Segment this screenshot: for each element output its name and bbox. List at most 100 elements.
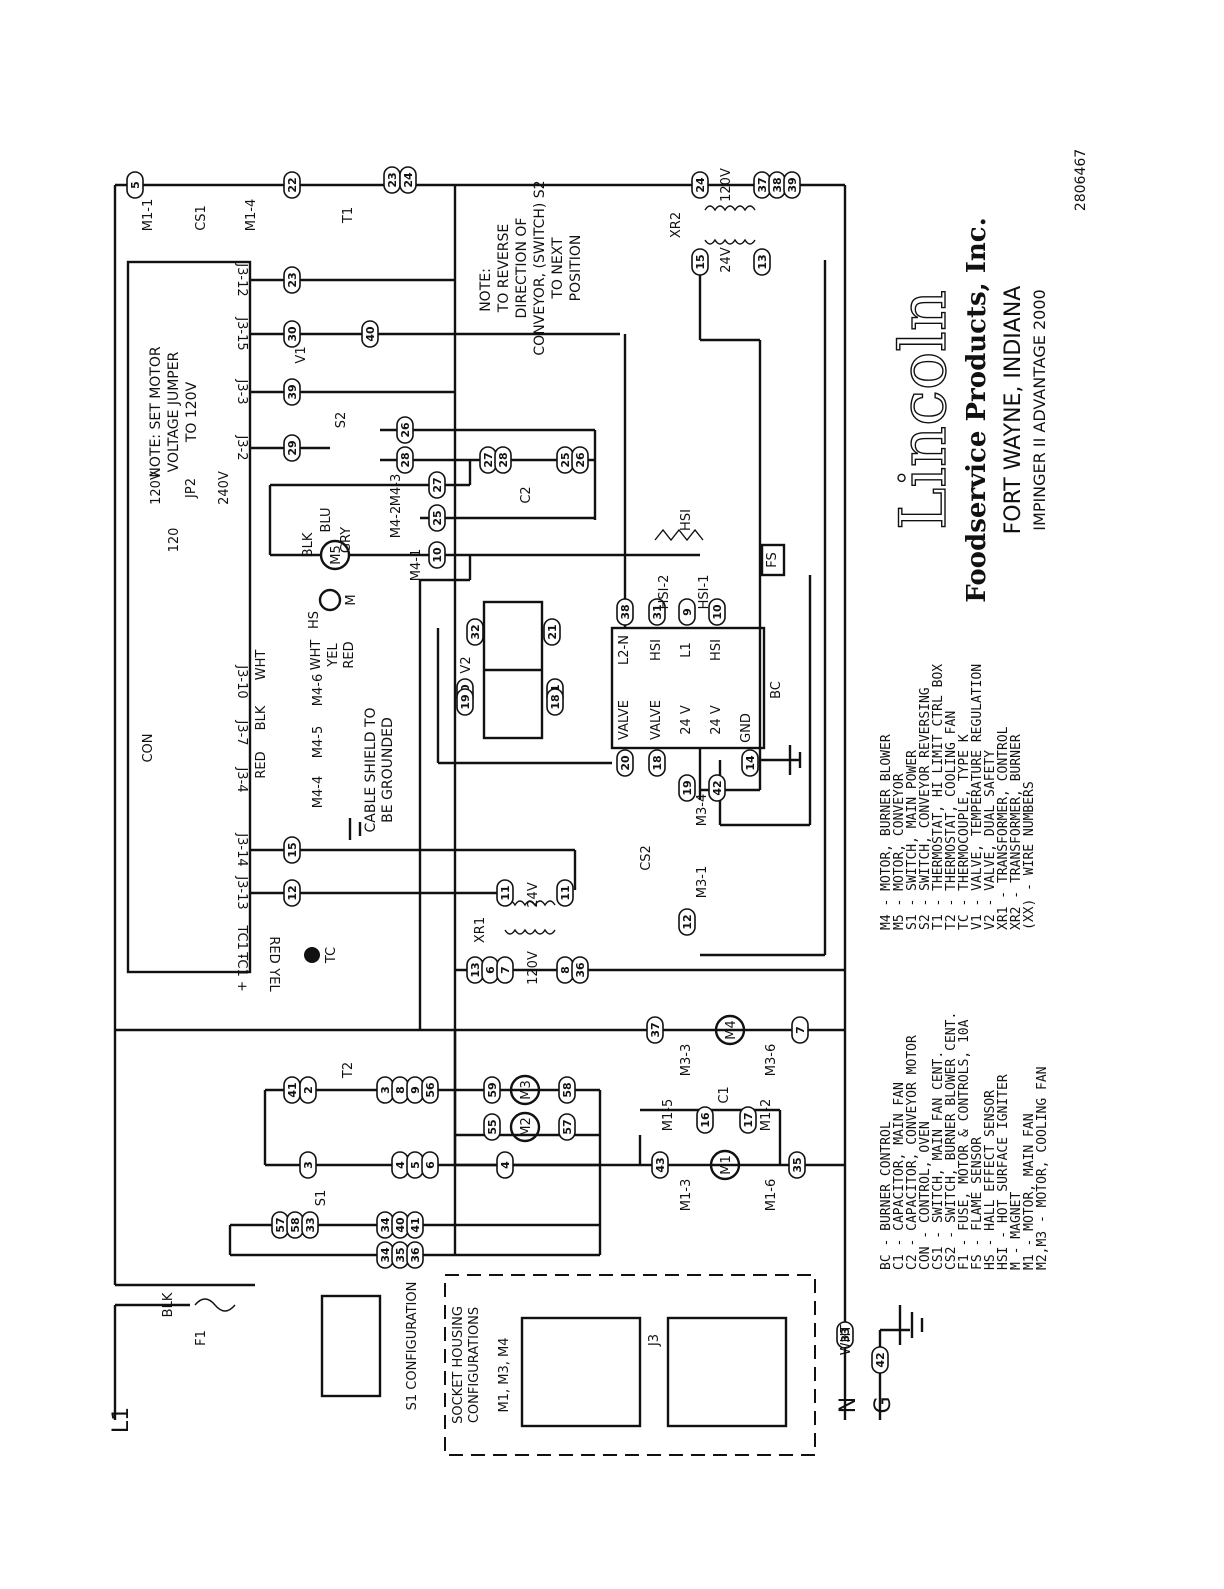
legend-left-line-2: C2 - CAPACITOR, CONVEYOR MOTOR [905,1035,920,1270]
yel-color: YEL [326,643,341,668]
svg-text:40: 40 [364,326,377,342]
svg-text:24: 24 [694,177,707,193]
wire-number-3: 3 [376,1076,394,1104]
main-wiring [113,183,924,1456]
socket-title-1: SOCKET HOUSING [451,1306,466,1424]
wire-number-40: 40 [391,1211,409,1239]
f1-label: F1 [194,1330,209,1346]
wire-number-6: 6 [421,1151,439,1179]
svg-text:15: 15 [286,842,299,857]
svg-text:20: 20 [619,755,632,771]
m3-label: M3 [519,1080,534,1100]
svg-text:27: 27 [482,452,495,467]
wire-number-32: 32 [466,618,484,646]
reverse-note-3: DIRECTION OF [514,218,530,319]
label-j3-12: J3-12 [234,262,249,296]
wire-number-13: 13 [753,248,771,276]
cable-note-1: CABLE SHIELD TO [363,707,379,832]
wire-number-40: 40 [361,320,379,348]
svg-text:30: 30 [286,326,299,342]
svg-text:17: 17 [742,1112,755,1127]
legend-left-line-4: CS1 - SWITCH, MAIN FAN CENT. [931,1051,946,1270]
jumper-240v: 240V [217,471,232,505]
brand-city: FORT WAYNE, INDIANA [1001,286,1026,535]
svg-text:19: 19 [459,694,472,709]
legend-right-line-1: M5 - MOTOR, CONVEYOR [892,773,907,930]
svg-text:32: 32 [469,624,482,639]
legend-left-line-6: F1 - FUSE, MOTOR & CONTROLS, 10A [957,1019,972,1270]
wire-number-16: 16 [696,1106,714,1134]
wire-number-9: 9 [406,1076,424,1104]
wire-number-23: 23 [283,266,301,294]
wire-number-14: 14 [741,749,759,777]
m-label: M [344,594,359,605]
svg-text:57: 57 [274,1217,287,1232]
legend-right-line-10: XR2 - TRANSFORMER, BURNER [1009,734,1024,930]
bc-pin-valve-b: VALVE [649,700,664,740]
reverse-note-2: TO REVERSE [496,224,512,313]
bc-pin-l1: L1 [679,642,694,658]
m3-4-tag: M3-4 [695,794,710,826]
blu-color: BLU [319,507,334,532]
wire-number-6: 6 [481,956,499,984]
hsi-2-tag: HSI-2 [657,575,672,610]
svg-text:40: 40 [394,1217,407,1233]
m3-3-tag: M3-3 [679,1044,694,1076]
m3-1-tag: M3-1 [695,866,710,898]
jumper-jp2: JP2 [184,478,199,499]
svg-text:11: 11 [499,885,512,900]
xr1-120v: 120V [526,951,541,985]
c2-label: C2 [519,486,534,503]
svg-text:35: 35 [394,1247,407,1262]
svg-text:10: 10 [431,547,444,563]
m1-label: M1 [719,1155,734,1175]
m1-2-tag: M1-2 [759,1099,774,1131]
legend-right-line-11: (XX) - WIRE NUMBERS [1022,781,1037,930]
svg-text:39: 39 [286,384,299,399]
svg-text:37: 37 [756,177,769,192]
s1-label: S1 [314,1190,329,1207]
wire-number-18: 18 [648,749,666,777]
bc-pin-24v-a: 24 V [679,705,694,735]
svg-text:4: 4 [499,1161,512,1169]
s2-label: S2 [334,412,349,429]
legend-left-line-5: CS2 - SWITCH, BURNER BLOWER CENT. [944,1012,959,1270]
m1-3-tag: M1-3 [679,1179,694,1211]
socket-motors: M1, M3, M4 [497,1338,512,1413]
legend-left-line-1: C1 - CAPACITOR, MAIN FAN [892,1082,907,1270]
wire-number-19: 19 [678,774,696,802]
svg-text:38: 38 [771,177,784,192]
hsi-label: HSI [679,509,694,531]
m1-5-tag: M1-5 [661,1099,676,1131]
svg-text:39: 39 [786,177,799,192]
m4-6-tag: M4-6 [311,674,326,706]
legend-right-line-5: T2 - THERMOSTAT, COOLING FAN [944,711,959,930]
legend-left-line-7: FS - FLAME SENSOR [970,1137,985,1270]
legend-right-line-8: V2 - VALVE, DUAL SAFETY [983,750,998,930]
wire-number-31: 31 [648,598,666,626]
xr1-label: XR1 [473,917,488,943]
m1-4-tag: M1-4 [244,199,259,231]
svg-text:16: 16 [699,1112,712,1128]
bc-pin-hsi-b: HSI [709,639,724,661]
wire-number-36: 36 [571,956,589,984]
wire-number-35: 35 [391,1241,409,1269]
brand-block: Lincoln Foodservice Products, Inc. FORT … [886,149,1089,603]
yel-color-tc: YEL [266,967,281,992]
svg-text:12: 12 [681,914,694,929]
wire-number-34: 34 [376,1241,394,1269]
wire-number-11: 11 [496,879,514,907]
legend-left-line-0: BC - BURNER CONTROL [879,1121,894,1270]
m2-label: M2 [519,1117,534,1137]
svg-text:10: 10 [711,604,724,620]
xr1-24v: 24V [526,882,541,908]
wire-number-22: 22 [283,171,301,199]
svg-text:2: 2 [302,1086,315,1094]
svg-text:8: 8 [394,1086,407,1094]
wire-number-41: 41 [406,1211,424,1239]
motor-symbols [304,539,746,1181]
svg-text:58: 58 [561,1082,574,1097]
wire-number-23: 23 [383,166,401,194]
wire-number-58: 58 [286,1211,304,1239]
